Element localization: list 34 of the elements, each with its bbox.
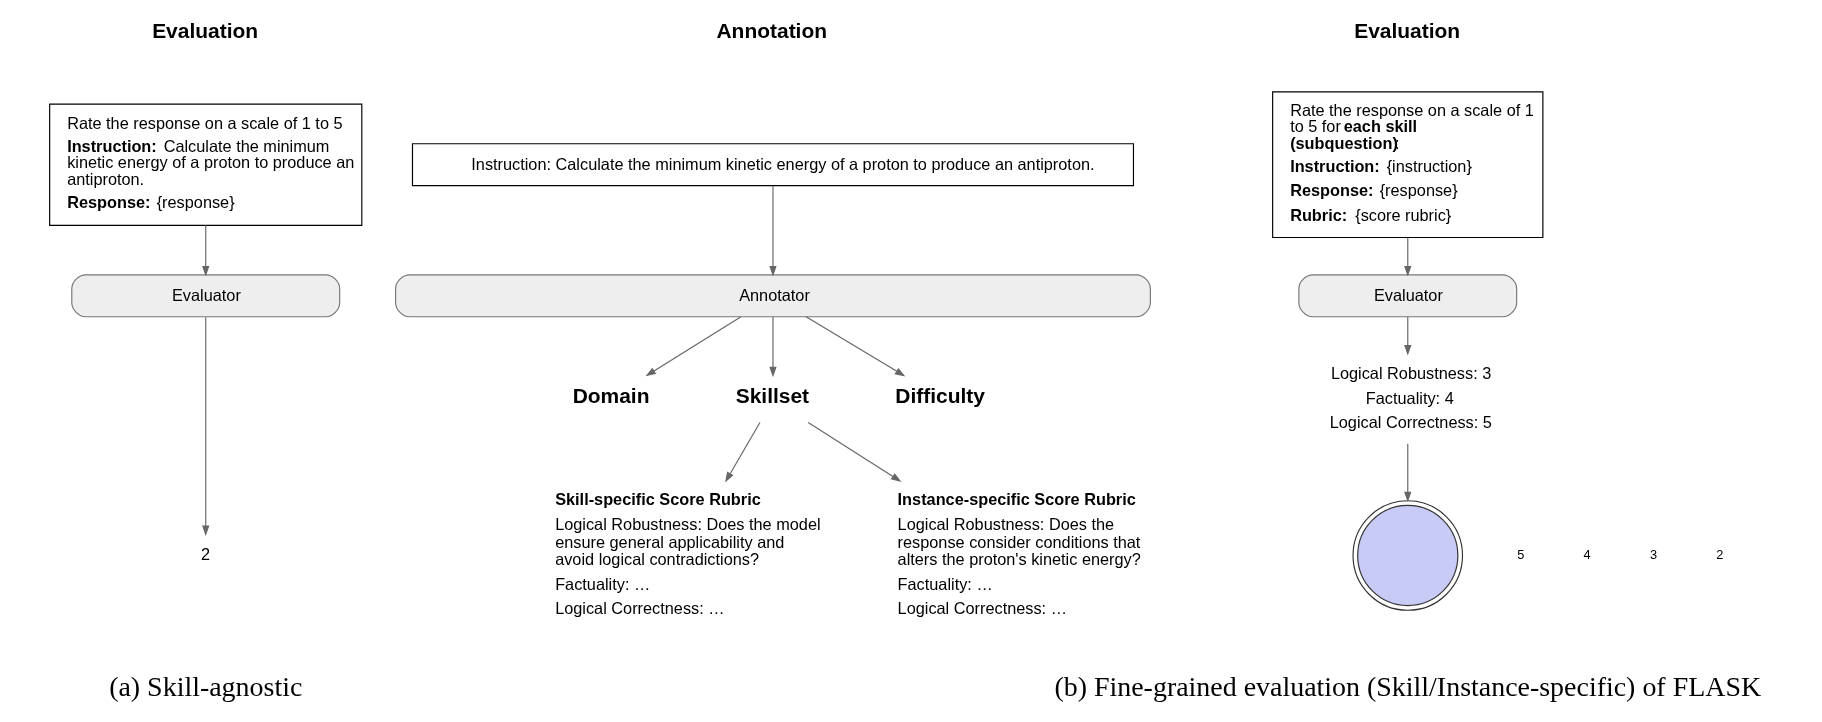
node-text: 2 (201, 545, 211, 564)
node-box: Evaluator (71, 274, 341, 318)
arrow (769, 185, 777, 277)
arrow (1404, 237, 1412, 277)
node-picture (1352, 500, 1464, 611)
arrow (645, 316, 742, 377)
node-text: Domain (572, 383, 650, 407)
arrow (725, 421, 761, 483)
label: (a) Skill-agnostic (109, 670, 303, 702)
label: Evaluation (1354, 18, 1461, 42)
node-text: Skillset (735, 383, 810, 407)
arrow (769, 316, 777, 378)
arrow (1404, 316, 1412, 356)
node-text: Logical Robustness: 3 Factuality: 4 Logical Correctness: 5 (1329, 364, 1492, 432)
node-box: Rate the response on a scale of 1 to 5 for each skill (subquestion): Instruction: {instruction} Response: {response} Rubric: {score rubric} (1272, 91, 1544, 239)
label: 3 (1649, 546, 1658, 562)
label: 4 (1583, 546, 1591, 562)
label: 2 (1716, 546, 1724, 562)
label: Evaluation (152, 18, 259, 42)
node-box: Evaluator (1298, 274, 1518, 318)
node-text: Difficulty (895, 383, 985, 407)
label: Annotation (716, 18, 828, 42)
node-box: Instruction: Calculate the minimum kinetic energy of a proton to produce an antiproton. (411, 143, 1135, 187)
arrow (807, 421, 902, 482)
label: (b) Fine-grained evaluation (Skill/Instance-specific) of FLASK (1054, 670, 1762, 702)
arrow (202, 224, 210, 277)
node-box: Rate the response on a scale of 1 to 5 Instruction: Calculate the minimum kinetic energy of a proton to produce an antiproton. Response: {response} (49, 103, 363, 226)
node-text: Skill-specific Score Rubric Logical Robustness: Does the model ensure general applicability and avoid logical contradictions? Factuality: … Logical Correctness: … (555, 489, 821, 617)
node-box: Annotator (395, 274, 1151, 318)
arrow (202, 316, 210, 536)
label: 5 (1517, 546, 1525, 562)
arrow (805, 316, 906, 377)
arrow (1404, 443, 1412, 503)
node-text: Instance-specific Score Rubric Logical Robustness: Does the response consider conditions that alters the proton's kinetic energy? Factuality: … Logical Correctness: … (897, 489, 1141, 617)
